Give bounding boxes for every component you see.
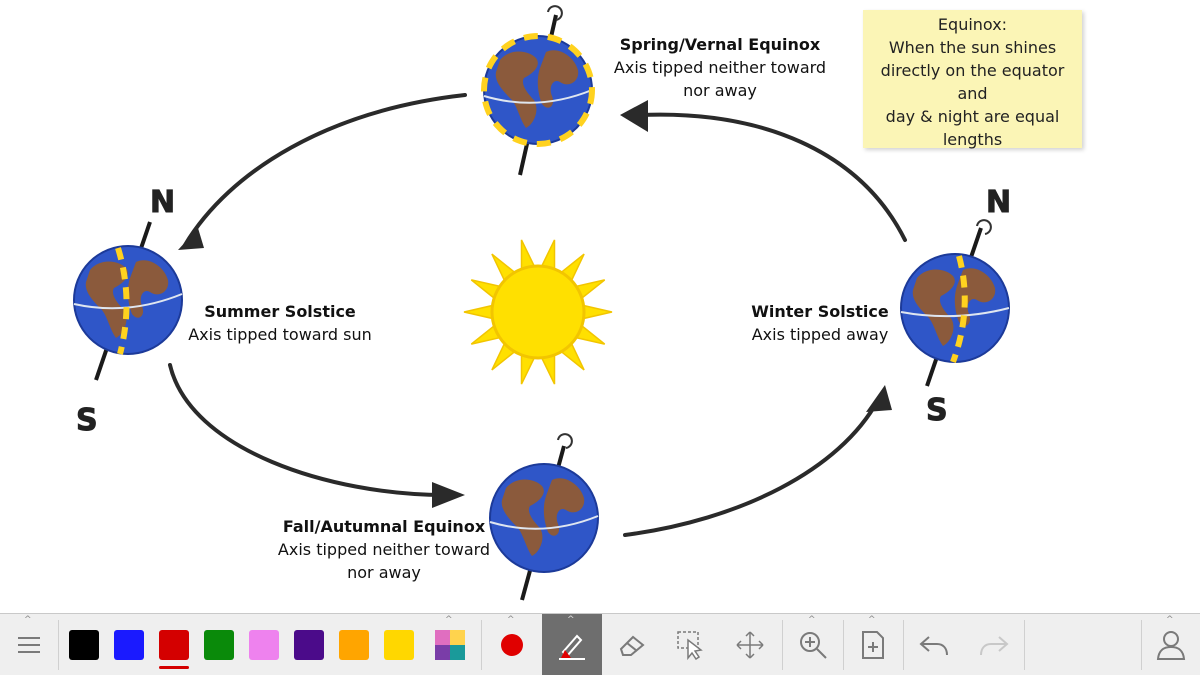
sun-icon	[463, 239, 613, 385]
swatch-pink-color	[249, 629, 279, 660]
zoom-icon	[800, 631, 827, 659]
whiteboard-canvas[interactable]: N S N S Spring/Vernal Equinox Axis tippe…	[0, 0, 1200, 613]
sticky-note[interactable]: Equinox: When the sun shines directly on…	[863, 10, 1082, 149]
label-spring: Spring/Vernal Equinox Axis tipped neithe…	[600, 33, 840, 102]
brush-size-dot	[501, 633, 523, 656]
swatch-black-color	[69, 629, 99, 660]
earth-fall	[489, 433, 599, 601]
move-icon	[736, 630, 764, 659]
label-fall-line1: Axis tipped neither toward	[277, 540, 491, 559]
earth-winter	[900, 219, 1010, 387]
toolbar: ^ ^ ^ ^	[0, 613, 1200, 675]
eraser-tool-button[interactable]	[602, 614, 662, 675]
arrow-summer-to-fall	[168, 363, 447, 497]
move-tool-button[interactable]	[720, 614, 780, 675]
swatch-pink[interactable]	[246, 614, 282, 675]
arrow-winter-to-spring	[638, 112, 907, 242]
arrow-spring-to-summer	[183, 93, 467, 247]
swatch-orange-color	[339, 629, 369, 660]
label-winter-title: Winter Solstice	[751, 302, 889, 321]
menu-icon	[18, 636, 40, 653]
select-tool-button[interactable]	[662, 614, 720, 675]
menu-button[interactable]: ^	[0, 614, 58, 675]
zoom-button[interactable]: ^	[783, 614, 843, 675]
label-fall: Fall/Autumnal Equinox Axis tipped neithe…	[264, 515, 504, 584]
brush-size-button[interactable]: ^	[482, 614, 542, 675]
select-icon	[677, 630, 703, 660]
diagram-drawing: N S N S	[73, 5, 1012, 601]
palette-icon	[435, 629, 465, 660]
arrowhead-fall	[432, 482, 465, 508]
swatch-yellow-color	[384, 629, 414, 660]
redo-button[interactable]	[964, 614, 1024, 675]
earth-spring	[481, 5, 595, 176]
more-colors-button[interactable]: ^	[430, 614, 470, 675]
earth-summer	[73, 221, 183, 381]
label-fall-title: Fall/Autumnal Equinox	[282, 517, 486, 536]
label-summer: Summer Solstice Axis tipped toward sun	[180, 300, 380, 346]
label-summer-title: Summer Solstice	[204, 302, 356, 321]
label-winter: Winter Solstice Axis tipped away	[730, 300, 910, 346]
arrowhead-winter	[866, 385, 892, 412]
sun-ray	[580, 304, 613, 320]
swatch-blue[interactable]	[111, 614, 147, 675]
north-label-summer: N	[150, 185, 175, 220]
arrowhead-spring	[620, 100, 648, 132]
redo-icon	[980, 635, 1009, 655]
north-label-winter: N	[986, 185, 1011, 220]
label-spring-line1: Axis tipped neither toward	[613, 58, 827, 77]
sticky-line: When the sun shines	[888, 38, 1057, 57]
swatch-red[interactable]	[156, 614, 192, 675]
arrow-fall-to-winter	[623, 398, 880, 537]
undo-button[interactable]	[904, 614, 964, 675]
label-fall-line2: nor away	[347, 563, 421, 582]
arrowhead-summer	[178, 228, 204, 250]
swatch-purple-color	[294, 629, 324, 660]
sticky-line: lengths	[942, 130, 1003, 149]
user-icon	[1156, 630, 1186, 660]
label-spring-line2: nor away	[683, 81, 757, 100]
swatch-green-color	[204, 629, 234, 660]
user-button[interactable]: ^	[1142, 614, 1200, 675]
pen-tool-button[interactable]: ^	[542, 614, 602, 675]
swatch-purple[interactable]	[291, 614, 327, 675]
south-label-summer: S	[76, 403, 98, 438]
south-label-winter: S	[926, 393, 948, 428]
label-spring-title: Spring/Vernal Equinox	[619, 35, 821, 54]
undo-icon	[919, 635, 948, 655]
swatch-yellow[interactable]	[381, 614, 417, 675]
swatch-blue-color	[114, 629, 144, 660]
pen-icon	[559, 634, 585, 660]
swatch-red-color	[159, 629, 189, 660]
swatch-green[interactable]	[201, 614, 237, 675]
eraser-icon	[619, 635, 645, 656]
add-page-button[interactable]: ^	[844, 614, 902, 675]
add-page-icon	[862, 630, 884, 659]
swatch-orange[interactable]	[336, 614, 372, 675]
label-winter-line1: Axis tipped away	[751, 325, 889, 344]
swatch-black[interactable]	[66, 614, 102, 675]
sun-ray	[463, 304, 496, 320]
selected-indicator	[159, 666, 189, 669]
sticky-line: directly on the equator and	[880, 61, 1065, 103]
label-summer-line1: Axis tipped toward sun	[188, 325, 372, 344]
sticky-line: day & night are equal	[885, 107, 1060, 126]
sticky-line: Equinox:	[937, 15, 1008, 34]
